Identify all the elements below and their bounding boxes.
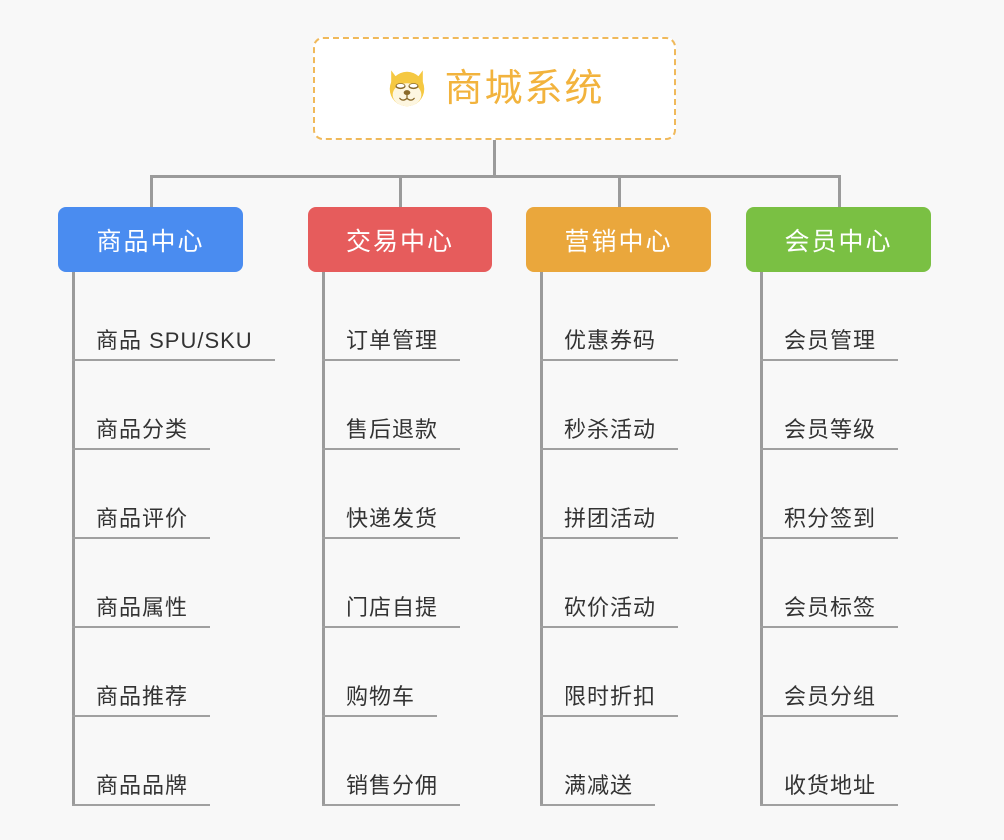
leaf-item-label: 会员分组 — [760, 684, 899, 717]
leaf-item-label: 秒杀活动 — [540, 417, 679, 450]
root-node[interactable]: 商城系统 — [313, 37, 676, 140]
category-column-1: 商品中心商品 SPU/SKU 商品分类商品评价商品属性商品推荐商品品牌 — [58, 207, 275, 806]
leaf-item-label: 销售分佣 — [322, 773, 461, 806]
leaf-item[interactable]: 快递发货 — [308, 450, 492, 539]
category-column-4: 会员中心会员管理会员等级积分签到会员标签会员分组收货地址 — [746, 207, 931, 806]
connector-drop-3 — [618, 175, 621, 208]
category-column-3: 营销中心优惠券码秒杀活动拼团活动砍价活动限时折扣满减送 — [526, 207, 711, 806]
leaf-item-label: 会员标签 — [760, 595, 899, 628]
leaf-item[interactable]: 砍价活动 — [526, 539, 711, 628]
leaf-item[interactable]: 会员管理 — [746, 272, 931, 361]
leaf-item[interactable]: 商品 SPU/SKU — [58, 272, 275, 361]
category-header-2[interactable]: 交易中心 — [308, 207, 492, 272]
category-header-3[interactable]: 营销中心 — [526, 207, 711, 272]
leaf-item-label: 商品 SPU/SKU — [72, 328, 275, 361]
leaf-item[interactable]: 限时折扣 — [526, 628, 711, 717]
category-header-4[interactable]: 会员中心 — [746, 207, 931, 272]
leaf-item[interactable]: 门店自提 — [308, 539, 492, 628]
leaf-item[interactable]: 会员分组 — [746, 628, 931, 717]
leaf-item[interactable]: 会员等级 — [746, 361, 931, 450]
leaf-item-label: 门店自提 — [322, 595, 461, 628]
leaf-item[interactable]: 拼团活动 — [526, 450, 711, 539]
leaf-item[interactable]: 收货地址 — [746, 717, 931, 806]
leaf-item[interactable]: 商品品牌 — [58, 717, 243, 806]
leaf-item[interactable]: 商品推荐 — [58, 628, 243, 717]
leaf-item-label: 购物车 — [322, 684, 438, 717]
leaf-item-label: 满减送 — [540, 773, 656, 806]
leaf-item[interactable]: 满减送 — [526, 717, 711, 806]
leaf-item[interactable]: 商品分类 — [58, 361, 243, 450]
connector-bus — [150, 175, 838, 178]
leaf-item[interactable]: 优惠券码 — [526, 272, 711, 361]
category-header-1[interactable]: 商品中心 — [58, 207, 243, 272]
leaf-item-label: 商品属性 — [72, 595, 211, 628]
leaf-item-label: 商品分类 — [72, 417, 211, 450]
column-trunk-line — [72, 272, 75, 806]
connector-drop-4 — [838, 175, 841, 208]
leaf-item-label: 商品推荐 — [72, 684, 211, 717]
category-header-label: 商品中心 — [96, 227, 205, 256]
column-trunk-line — [322, 272, 325, 806]
leaf-item[interactable]: 会员标签 — [746, 539, 931, 628]
leaf-item[interactable]: 商品评价 — [58, 450, 243, 539]
leaf-item[interactable]: 售后退款 — [308, 361, 492, 450]
leaf-list: 优惠券码秒杀活动拼团活动砍价活动限时折扣满减送 — [526, 272, 711, 806]
leaf-item[interactable]: 销售分佣 — [308, 717, 492, 806]
leaf-list: 商品 SPU/SKU 商品分类商品评价商品属性商品推荐商品品牌 — [58, 272, 275, 806]
leaf-item-label: 订单管理 — [322, 328, 461, 361]
leaf-item-label: 积分签到 — [760, 506, 899, 539]
leaf-item-label: 售后退款 — [322, 417, 461, 450]
category-header-label: 交易中心 — [345, 227, 454, 256]
leaf-item-label: 商品品牌 — [72, 773, 211, 806]
leaf-item[interactable]: 秒杀活动 — [526, 361, 711, 450]
leaf-item-label: 拼团活动 — [540, 506, 679, 539]
leaf-item-label: 优惠券码 — [540, 328, 679, 361]
leaf-item[interactable]: 订单管理 — [308, 272, 492, 361]
category-header-label: 会员中心 — [784, 227, 893, 256]
connector-drop-1 — [150, 175, 153, 208]
leaf-item[interactable]: 商品属性 — [58, 539, 243, 628]
column-trunk-line — [540, 272, 543, 806]
dog-face-icon — [390, 69, 425, 106]
column-trunk-line — [760, 272, 763, 806]
leaf-item[interactable]: 积分签到 — [746, 450, 931, 539]
leaf-list: 订单管理售后退款快递发货门店自提购物车销售分佣 — [308, 272, 492, 806]
leaf-item-label: 会员管理 — [760, 328, 899, 361]
leaf-item-label: 限时折扣 — [540, 684, 679, 717]
root-title: 商城系统 — [444, 67, 605, 110]
leaf-item-label: 收货地址 — [760, 773, 899, 806]
leaf-item-label: 商品评价 — [72, 506, 211, 539]
leaf-item-label: 会员等级 — [760, 417, 899, 450]
leaf-item[interactable]: 购物车 — [308, 628, 492, 717]
leaf-item-label: 砍价活动 — [540, 595, 679, 628]
leaf-item-label: 快递发货 — [322, 506, 461, 539]
leaf-list: 会员管理会员等级积分签到会员标签会员分组收货地址 — [746, 272, 931, 806]
category-column-2: 交易中心订单管理售后退款快递发货门店自提购物车销售分佣 — [308, 207, 492, 806]
category-header-label: 营销中心 — [564, 227, 673, 256]
connector-root-stem — [493, 140, 496, 177]
connector-drop-2 — [399, 175, 402, 208]
